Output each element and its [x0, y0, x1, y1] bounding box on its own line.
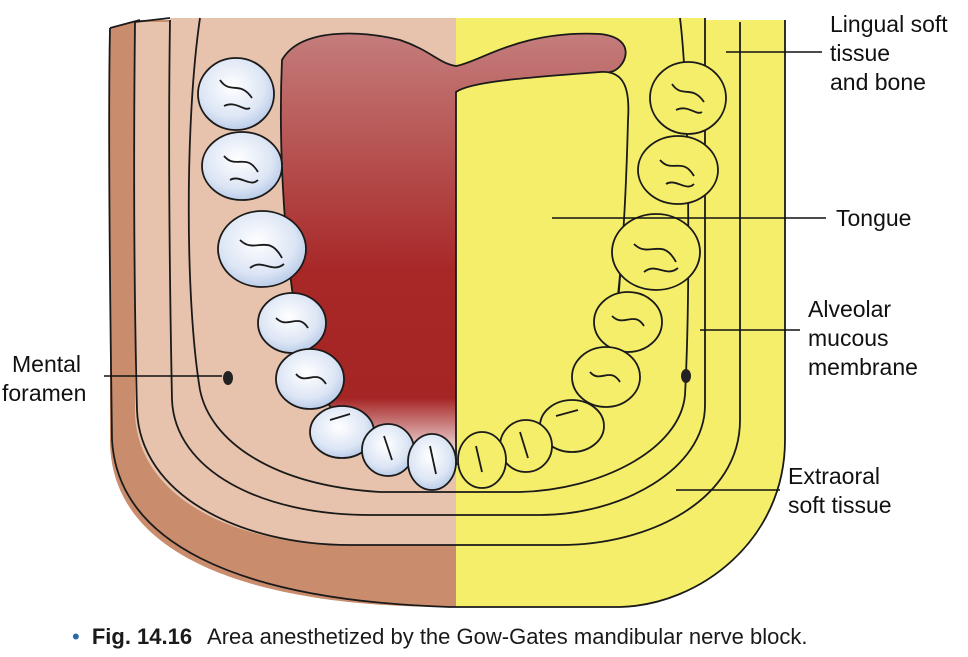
caption-text: Area anesthetized by the Gow-Gates mandi… [207, 624, 807, 649]
incisor-right-2 [457, 431, 507, 489]
molar-left-3 [217, 210, 307, 288]
incisor-right-1 [499, 419, 553, 473]
label-mental: Mental foramen [2, 351, 87, 406]
molar-right-2 [637, 135, 719, 205]
figure-caption: • Fig. 14.16 Area anesthetized by the Go… [72, 624, 807, 649]
jaw-top-edge [109, 17, 171, 29]
molar-left-1 [197, 57, 275, 131]
molar-right-3 [611, 213, 701, 291]
premolar-left-2 [275, 348, 345, 410]
caption-fig-number: Fig. 14.16 [92, 624, 192, 649]
caption-bullet: • [72, 624, 80, 649]
teeth-left [197, 57, 457, 491]
label-tongue: Tongue [836, 205, 911, 231]
label-extraoral: Extraoral soft tissue [788, 463, 892, 518]
incisor-left-2 [407, 433, 457, 491]
mental-foramen-right [681, 369, 691, 383]
molar-left-2 [201, 131, 283, 201]
label-alveolar: Alveolar mucous membrane [808, 296, 918, 380]
premolar-right-2 [571, 346, 641, 408]
premolar-left-1 [257, 292, 327, 354]
label-lingual: Lingual soft tissue and bone [830, 11, 954, 95]
gum-outline-outer [168, 18, 706, 516]
jaw-outline-outer [108, 20, 786, 608]
molar-right-1 [649, 61, 727, 135]
premolar-right-1 [593, 291, 663, 353]
mental-foramen-left [223, 371, 233, 385]
teeth-right [457, 61, 727, 489]
jaw-outline-inner [133, 21, 741, 546]
